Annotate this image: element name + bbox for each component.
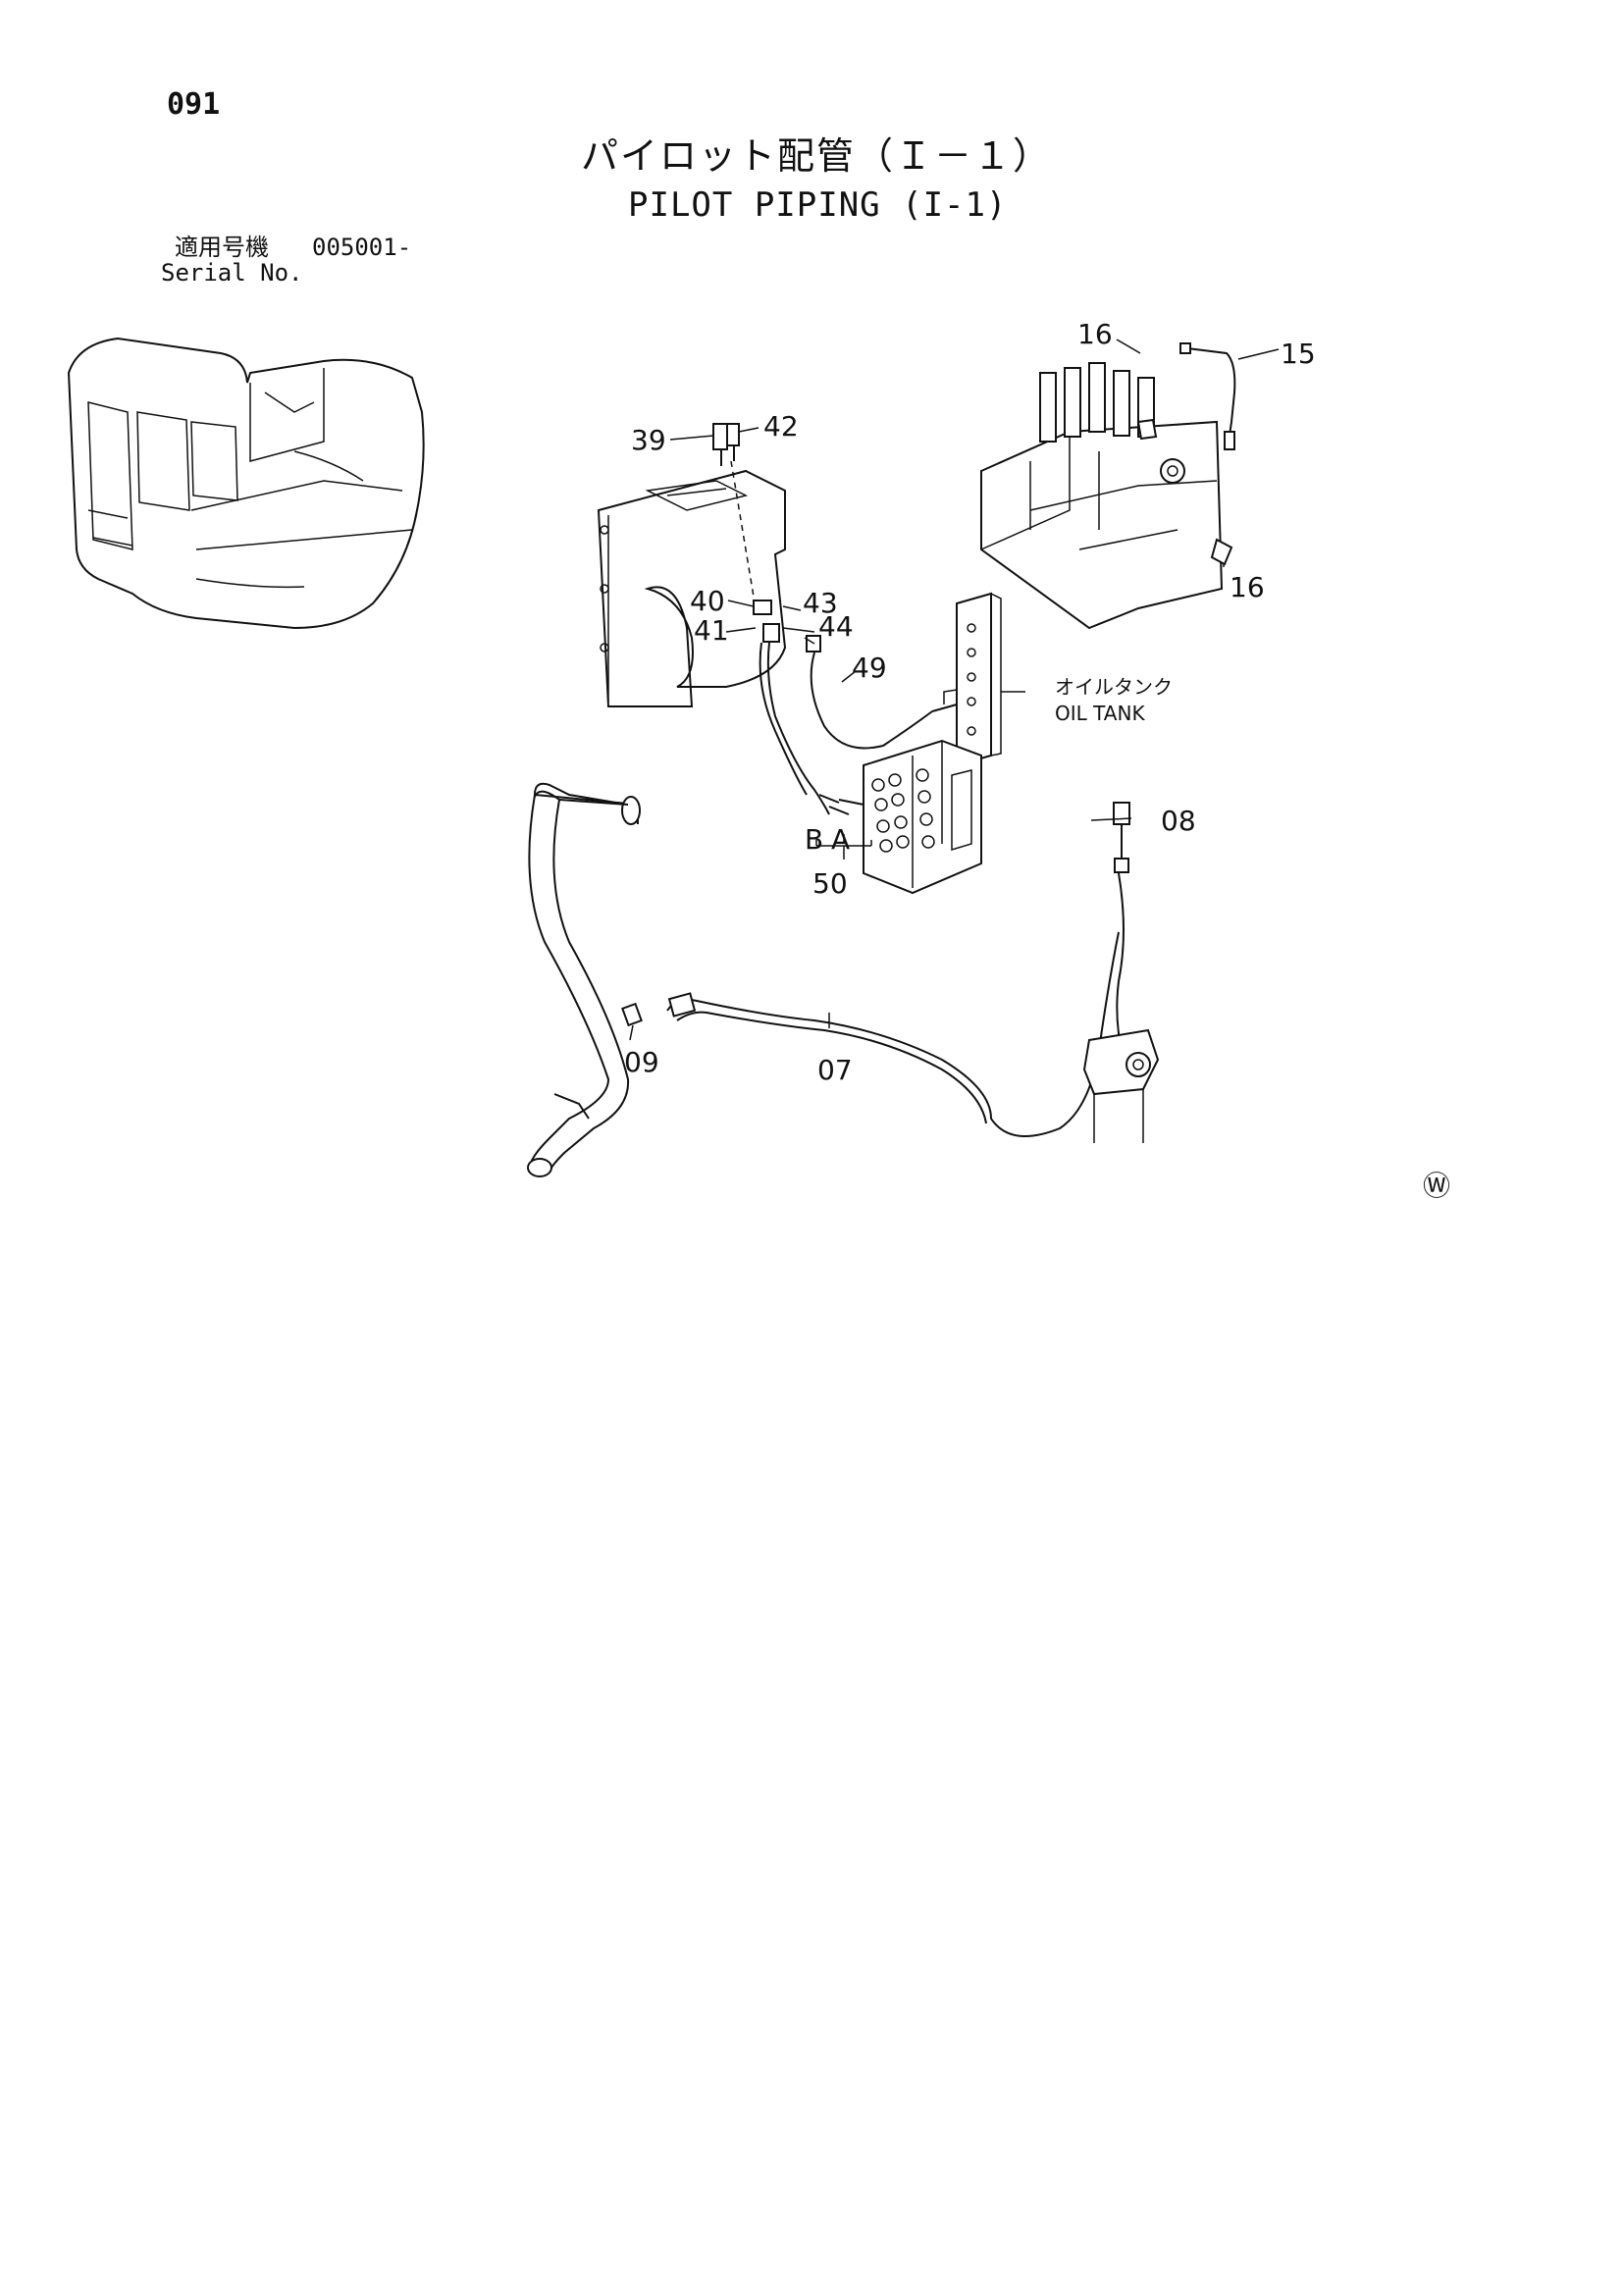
circled-w-mark: Ⓦ [1423,1170,1450,1202]
page-title-english: PILOT PIPING (I-1) [628,185,1008,225]
hose-07 [666,931,1120,1137]
serial-label-english: Serial No. [161,259,303,287]
page-number: 091 [167,87,221,122]
oil-tank-label-japanese: オイルタンク [1055,675,1173,699]
callout-43: 43 [803,587,838,619]
machine-overview-illustration [67,337,425,630]
callout-09: 09 [624,1046,659,1078]
callout-leaders [629,339,1280,1041]
callout-41: 41 [694,614,729,647]
callout-40: 40 [690,585,725,617]
fittings-40-44 [753,600,821,652]
callout-16-top: 16 [1077,318,1113,350]
bracket-panel [597,469,787,707]
hose-50-a [766,642,830,815]
filter-assembly-08 [1082,802,1160,1143]
callout-16-bottom: 16 [1230,571,1265,603]
callout-b: B [805,823,823,856]
control-valve [980,362,1233,630]
callout-50: 50 [812,867,848,900]
callout-08: 08 [1161,805,1196,837]
callout-44: 44 [818,610,854,643]
callout-07: 07 [817,1054,853,1086]
callout-42: 42 [763,410,799,443]
pilot-valve-block [818,739,982,895]
serial-label-japanese: 適用号機 [175,234,269,261]
callout-a: A [831,823,850,856]
callout-15: 15 [1281,338,1316,370]
oil-tank-manifold [931,592,1002,767]
hose-49 [810,652,933,750]
callout-39: 39 [631,424,666,456]
return-pipe [527,782,641,1177]
serial-number-value: 005001- [312,234,412,261]
page-title-japanese: パイロット配管（Ｉ－１） [581,134,1053,178]
fitting-39-42 [712,423,740,466]
pipe-15 [1186,347,1236,443]
oil-tank-label-english: OIL TANK [1055,702,1145,725]
callout-49: 49 [852,652,887,684]
